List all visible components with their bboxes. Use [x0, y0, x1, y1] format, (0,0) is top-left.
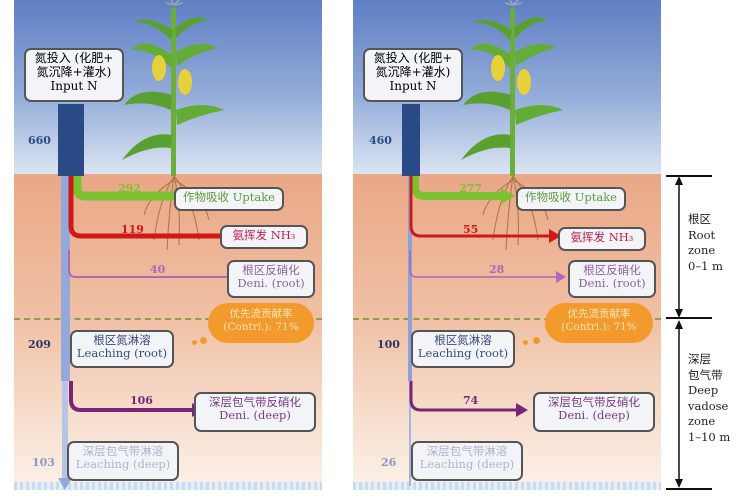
input-label-en: Input N: [50, 78, 98, 93]
input-label-en: Input N: [389, 78, 437, 93]
input-n-value: 660: [28, 134, 51, 147]
preferential-flow-cloud: 优先流贡献率 (Contri.): 71%: [548, 306, 650, 340]
deep-zone-en3: zone: [688, 414, 716, 429]
leaching-root-box: 根区氮淋溶 Leaching (root): [70, 330, 174, 368]
groundwater: [14, 482, 322, 490]
pref-flow-label-en: (Contri.): 71%: [223, 320, 299, 333]
input-label-cn-2: 氮沉降+灌水): [375, 64, 451, 79]
volatilization-value: 55: [463, 223, 479, 236]
leaching-deep-box: 深层包气带淋溶 Leaching (deep): [411, 441, 523, 481]
flow-arrows: [58, 176, 237, 490]
volatilization-value: 119: [121, 223, 144, 236]
groundwater: [353, 482, 661, 490]
deep-zone-en2: vadose: [688, 398, 729, 413]
deni-root-box: 根区反硝化 Deni. (root): [227, 260, 315, 298]
leaching-root-box: 根区氮淋溶 Leaching (root): [411, 330, 515, 368]
deni-deep-box: 深层包气带反硝化 Deni. (deep): [194, 392, 316, 432]
deni-root-box: 根区反硝化 Deni. (root): [568, 260, 656, 298]
leaching-root-label-en: Leaching (root): [417, 346, 509, 361]
input-n-value: 460: [369, 134, 392, 147]
leaching-deep-flow-bar: [62, 381, 68, 481]
leaching-flow-bar: [61, 176, 70, 381]
panel-right: 氮投入 (化肥+ 氮沉降+灌水) Input N 460 277 作物吸收 Up…: [353, 0, 661, 490]
deni-root-label-en: Deni. (root): [237, 276, 305, 291]
deni-deep-label-cn: 深层包气带反硝化: [209, 395, 301, 409]
leaching-deep-label-en: Leaching (deep): [419, 457, 515, 472]
deni-root-label-cn: 根区反硝化: [242, 263, 300, 277]
deni-deep-label-en: Deni. (deep): [558, 408, 630, 423]
deep-zone-cn2: 包气带: [688, 367, 723, 382]
cloud-dot: [523, 340, 528, 345]
deni-root-label-cn: 根区反硝化: [583, 263, 641, 277]
uptake-value: 292: [118, 182, 141, 195]
leaching-deep-label-cn: 深层包气带淋溶: [82, 444, 164, 458]
leaching-root-value: 100: [377, 338, 400, 351]
root-zone-en2: zone: [688, 243, 716, 258]
scale-tick-top: [666, 175, 712, 177]
deni-deep-value: 106: [130, 394, 153, 407]
root-zone-boundary: [14, 318, 322, 320]
deni-deep-label-en: Deni. (deep): [219, 408, 291, 423]
input-label-cn-1: 氮投入 (化肥+: [34, 51, 114, 65]
leaching-deep-label-en: Leaching (deep): [75, 457, 171, 472]
pref-flow-label-cn: 优先流贡献率: [229, 308, 293, 320]
deep-zone-label: 深层 包气带 Deep vadose zone 1–10 m: [688, 352, 730, 445]
pref-flow-label-en: (Contri.): 71%: [561, 320, 637, 333]
uptake-value: 277: [459, 182, 482, 195]
root-zone-cn: 根区: [688, 212, 711, 226]
leaching-deep-value: 26: [381, 456, 397, 469]
input-n-box: 氮投入 (化肥+ 氮沉降+灌水) Input N: [363, 48, 463, 102]
input-n-bar: [58, 104, 84, 176]
root-zone-en1: Root: [688, 227, 716, 242]
leaching-flow-bar: [408, 176, 412, 381]
root-zone-depth: 0–1 m: [688, 258, 723, 273]
flow-arrows: [409, 176, 566, 417]
leaching-root-label-en: Leaching (root): [76, 346, 168, 361]
leaching-root-value: 209: [28, 338, 51, 351]
leaching-root-label-cn: 根区氮淋溶: [434, 333, 492, 347]
leaching-deep-flow-bar: [409, 381, 411, 486]
preferential-flow-cloud: 优先流贡献率 (Contri.): 71%: [211, 306, 311, 340]
uptake-box: 作物吸收 Uptake: [516, 187, 626, 211]
cloud-dot: [192, 340, 197, 345]
depth-arrows: [675, 176, 683, 488]
leaching-root-label-cn: 根区氮淋溶: [93, 333, 151, 347]
uptake-box: 作物吸收 Uptake: [174, 187, 284, 211]
input-label-cn-1: 氮投入 (化肥+: [373, 51, 453, 65]
input-n-box: 氮投入 (化肥+ 氮沉降+灌水) Input N: [24, 48, 124, 102]
scale-tick-mid: [666, 317, 712, 319]
deep-zone-cn1: 深层: [688, 352, 711, 366]
deni-deep-value: 74: [463, 394, 479, 407]
deni-deep-label-cn: 深层包气带反硝化: [548, 395, 640, 409]
input-label-cn-2: 氮沉降+灌水): [36, 64, 112, 79]
deep-zone-en1: Deep: [688, 383, 719, 398]
deep-zone-depth: 1–10 m: [688, 429, 731, 444]
deni-root-value: 40: [150, 263, 166, 276]
cloud-dot: [533, 337, 540, 344]
deni-root-label-en: Deni. (root): [578, 276, 646, 291]
leaching-deep-label-cn: 深层包气带淋溶: [426, 444, 508, 458]
volatilization-box: 氨挥发 NH₃: [220, 225, 308, 249]
deni-root-value: 28: [489, 263, 505, 276]
root-zone-label: 根区 Root zone 0–1 m: [688, 212, 723, 274]
leaching-deep-box: 深层包气带淋溶 Leaching (deep): [67, 441, 179, 481]
pref-flow-label-cn: 优先流贡献率: [567, 308, 631, 320]
panel-left: 氮投入 (化肥+ 氮沉降+灌水) Input N 660 292 作物吸收 Up…: [14, 0, 322, 490]
input-n-bar: [402, 104, 420, 176]
deni-deep-box: 深层包气带反硝化 Deni. (deep): [533, 392, 655, 432]
volatilization-box: 氨挥发 NH₃: [558, 227, 646, 251]
leaching-deep-value: 103: [32, 456, 55, 469]
scale-tick-bottom: [666, 488, 712, 490]
root-zone-boundary: [353, 318, 661, 320]
cloud-dot: [200, 337, 207, 344]
